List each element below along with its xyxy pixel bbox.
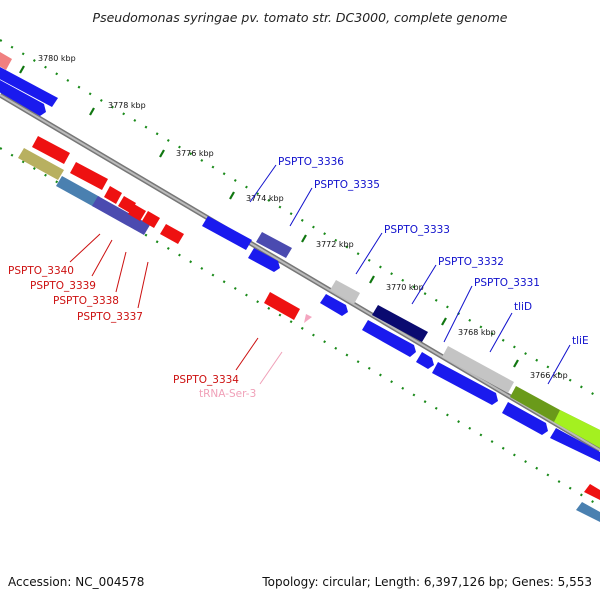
genome-summary-text: Topology: circular; Length: 6,397,126 bp… [262,575,592,589]
tick-label: 3780 kbp [38,54,76,63]
gene-label[interactable]: PSPTO_3339 [30,280,96,292]
upper-label-group: PSPTO_3336 PSPTO_3335 PSPTO_3333 PSPTO_3… [249,156,589,385]
gene-feature[interactable] [330,280,360,304]
gene-feature[interactable] [248,248,280,272]
gene-label[interactable]: PSPTO_3340 [8,265,74,277]
gene-label[interactable]: tRNA-Ser-3 [199,388,256,400]
gene-label[interactable]: tliD [514,301,532,313]
gene-feature[interactable] [362,320,416,357]
gene-feature[interactable] [0,67,58,107]
gene-feature[interactable] [432,362,498,405]
gene-label[interactable]: PSPTO_3336 [278,156,344,168]
tick-label: 3776 kbp [176,149,214,158]
gene-feature[interactable] [372,305,428,342]
gene-feature[interactable] [576,502,600,522]
major-tick [301,234,307,243]
gene-feature[interactable] [550,428,600,462]
accession-text: Accession: NC_004578 [8,575,145,589]
gene-feature[interactable] [142,211,160,228]
gene-label[interactable]: PSPTO_3331 [474,277,540,289]
gene-feature[interactable] [128,204,146,221]
lower-label-group: PSPTO_3340 PSPTO_3339 PSPTO_3338 PSPTO_3… [8,233,283,400]
major-tick [441,317,447,326]
reverse-strand-track [18,136,600,522]
gene-feature[interactable] [160,224,184,244]
tick-label: 3778 kbp [108,101,146,110]
major-tick [159,149,165,158]
major-tick [369,275,375,284]
gene-feature[interactable] [304,314,312,323]
gene-label[interactable]: PSPTO_3332 [438,256,504,268]
gene-label[interactable]: PSPTO_3337 [77,311,143,323]
gene-feature[interactable] [502,402,548,435]
tick-label: 3766 kbp [530,371,568,380]
tick-label: 3768 kbp [458,328,496,337]
forward-strand-track [0,52,600,462]
tick-label: 3774 kbp [246,194,284,203]
gene-feature[interactable] [0,52,12,70]
gene-feature[interactable] [320,294,348,316]
gene-label[interactable]: PSPTO_3335 [314,179,380,191]
gene-feature[interactable] [264,292,300,320]
gene-feature[interactable] [92,196,150,235]
gene-feature[interactable] [70,162,108,190]
tick-label: 3772 kbp [316,240,354,249]
page-title: Pseudomonas syringae pv. tomato str. DC3… [92,10,508,25]
major-tick [19,65,25,74]
major-tick [513,359,519,368]
gene-feature[interactable] [32,136,70,164]
gene-feature[interactable] [18,148,64,180]
gene-feature[interactable] [442,346,514,393]
gene-feature[interactable] [104,186,122,204]
gene-label[interactable]: PSPTO_3333 [384,224,450,236]
major-tick [229,191,235,200]
gene-label[interactable]: PSPTO_3334 [173,374,239,386]
gene-feature[interactable] [554,410,600,448]
gene-feature[interactable] [56,176,100,207]
tick-label: 3770 kbp [386,283,424,292]
major-tick [89,107,95,116]
gene-feature[interactable] [0,80,46,116]
gene-label[interactable]: tliE [572,335,589,347]
gene-feature[interactable] [202,216,252,250]
genome-backbone [0,92,600,453]
gene-feature[interactable] [584,484,600,500]
tick-track-upper [0,39,600,399]
gene-feature[interactable] [256,232,292,258]
gene-label[interactable]: PSPTO_3338 [53,295,119,307]
gene-feature[interactable] [416,352,434,369]
